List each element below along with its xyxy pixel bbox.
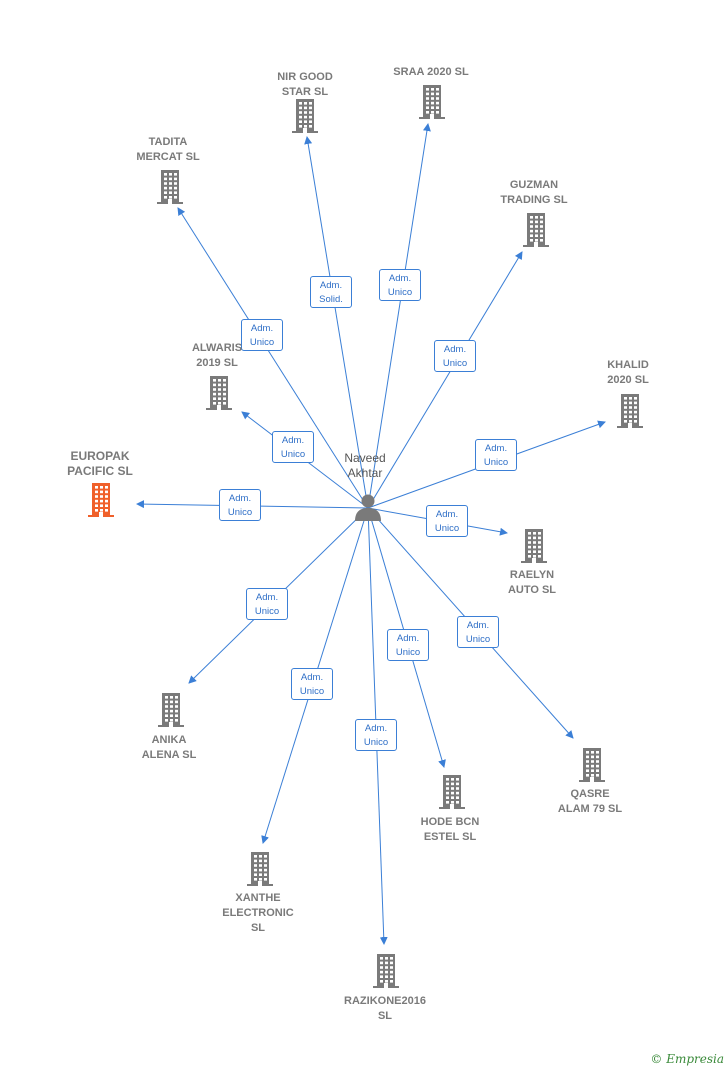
- brand-logo: © Empresia: [650, 1052, 724, 1066]
- edge-nir-good-star-sl: [304, 136, 369, 509]
- company-label-xanthe-electronic-sl[interactable]: XANTHE ELECTRONIC SL: [222, 892, 294, 934]
- building-icon[interactable]: [154, 169, 186, 205]
- role-badge: Adm. Unico: [475, 439, 517, 471]
- building-icon[interactable]: [289, 98, 321, 134]
- role-badge: Adm. Unico: [355, 719, 397, 751]
- company-label-raelyn-auto-sl[interactable]: RAELYN AUTO SL: [507, 569, 557, 596]
- building-icon[interactable]: [436, 774, 468, 810]
- company-label-guzman-trading-sl[interactable]: GUZMAN TRADING SL: [500, 179, 568, 206]
- company-label-nir-good-star-sl[interactable]: NIR GOOD STAR SL: [277, 71, 333, 98]
- person-icon[interactable]: [353, 492, 383, 522]
- edge-tadita-mercat-sl: [177, 207, 369, 509]
- role-badge: Adm. Unico: [426, 505, 468, 537]
- edge-sraa-2020-sl: [367, 123, 431, 509]
- building-icon[interactable]: [155, 692, 187, 728]
- building-icon[interactable]: [518, 528, 550, 564]
- building-icon[interactable]: [244, 851, 276, 887]
- building-icon[interactable]: [576, 747, 608, 783]
- edge-guzman-trading-sl: [367, 251, 523, 509]
- building-icon[interactable]: [416, 84, 448, 120]
- company-label-anika-alena-sl[interactable]: ANIKA ALENA SL: [141, 734, 197, 761]
- company-label-hode-bcn-estel-sl[interactable]: HODE BCN ESTEL SL: [420, 816, 480, 843]
- company-label-europak-pacific-sl[interactable]: EUROPAK PACIFIC SL: [67, 449, 133, 478]
- role-badge: Adm. Unico: [291, 668, 333, 700]
- role-badge: Adm. Unico: [272, 431, 314, 463]
- role-badge: Adm. Unico: [379, 269, 421, 301]
- company-label-khalid-2020-sl[interactable]: KHALID 2020 SL: [607, 359, 649, 386]
- building-icon[interactable]: [85, 482, 117, 518]
- role-badge: Adm. Unico: [434, 340, 476, 372]
- company-label-alwaris-2019-sl[interactable]: ALWARIS 2019 SL: [191, 342, 243, 369]
- building-icon[interactable]: [614, 393, 646, 429]
- role-badge: Adm. Unico: [219, 489, 261, 521]
- person-name: Naveed Akhtar: [344, 451, 386, 480]
- company-label-razikone2016-sl[interactable]: RAZIKONE2016 SL: [344, 995, 426, 1022]
- role-badge: Adm. Unico: [246, 588, 288, 620]
- building-icon[interactable]: [370, 953, 402, 989]
- building-icon[interactable]: [520, 212, 552, 248]
- role-badge: Adm. Solid.: [310, 276, 352, 308]
- role-badge: Adm. Unico: [241, 319, 283, 351]
- role-badge: Adm. Unico: [387, 629, 429, 661]
- company-label-qasre-alam-79-sl[interactable]: QASRE ALAM 79 SL: [557, 788, 623, 815]
- role-badge: Adm. Unico: [457, 616, 499, 648]
- building-icon[interactable]: [203, 375, 235, 411]
- company-label-sraa-2020-sl[interactable]: SRAA 2020 SL: [393, 66, 469, 78]
- company-label-tadita-mercat-sl[interactable]: TADITA MERCAT SL: [136, 136, 200, 163]
